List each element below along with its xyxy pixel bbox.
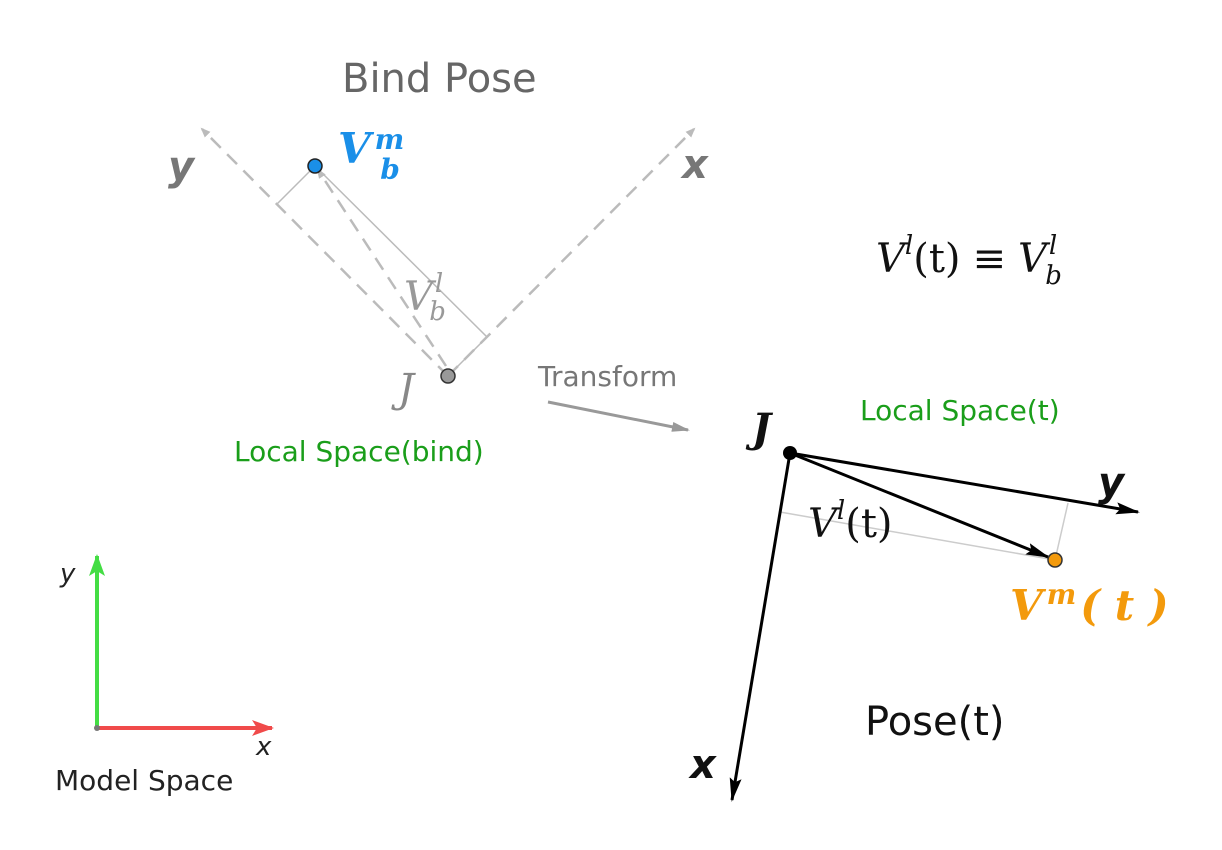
pose-t-title: Pose(t) — [865, 699, 1005, 745]
pose-t-joint-point — [783, 446, 797, 460]
pose-t-space-label: Local Space(t) — [860, 394, 1060, 427]
bind-vertex-point — [307, 158, 323, 174]
transform-arrow — [547, 400, 690, 432]
pose-t-x-label: x — [688, 742, 717, 788]
pose-t-y-axis — [789, 451, 1140, 515]
bind-y-axis — [200, 127, 449, 377]
model-y-label: y — [59, 559, 76, 589]
pose-t-y-label: y — [1098, 460, 1126, 506]
bind-vector-to-vertex — [316, 168, 448, 367]
bind-space-label: Local Space(bind) — [234, 435, 484, 468]
pose-t-vertex-local-label: Vl(t) — [808, 496, 893, 547]
pose-t-vertex-point — [1047, 552, 1063, 568]
pose-t-x-axis — [729, 452, 792, 802]
bind-x-label: x — [680, 142, 709, 188]
model-x-label: x — [255, 732, 272, 762]
transform-label: Transform — [537, 360, 677, 393]
model-space-label: Model Space — [55, 764, 233, 797]
bind-joint-point — [440, 368, 456, 384]
bind-projection-lines — [276, 164, 489, 377]
pose-t-vector-to-vertex — [789, 451, 1050, 559]
bind-joint-label: J — [391, 366, 416, 412]
model-origin — [94, 725, 100, 731]
pose-t-joint-label: J — [745, 405, 774, 452]
bind-pose-axes — [200, 127, 696, 377]
bind-pose-title: Bind Pose — [342, 56, 537, 102]
bind-x-axis — [447, 127, 696, 377]
bind-y-label: y — [168, 144, 196, 190]
